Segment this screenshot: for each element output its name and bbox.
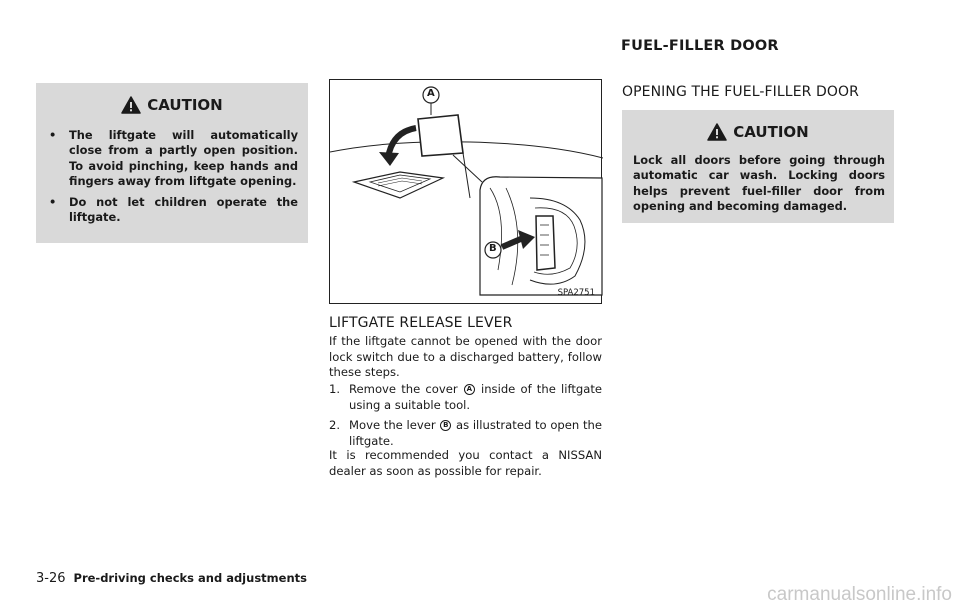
figure-code: SPA2751 bbox=[557, 288, 595, 298]
liftgate-release-illustration: A B SPA2751 bbox=[329, 79, 603, 304]
caution-box-fuel-door: CAUTION Lock all doors before going thro… bbox=[622, 110, 894, 223]
step-text-post: inside of the liftgate using a suitable … bbox=[349, 382, 603, 412]
bullet: • bbox=[49, 195, 57, 210]
caution-list: • The liftgate will automatically close f… bbox=[36, 128, 308, 226]
caution-item-text: Do not let children operate the liftgate… bbox=[69, 195, 298, 225]
marker-b-icon: B bbox=[440, 420, 452, 431]
page-footer: 3-26 Pre-driving checks and adjustments bbox=[36, 571, 307, 586]
page-number: 3-26 bbox=[36, 571, 66, 586]
caution-item: • Do not let children operate the liftgat… bbox=[49, 195, 298, 226]
caution-item: • The liftgate will automatically close f… bbox=[49, 128, 298, 189]
warning-triangle-icon bbox=[121, 96, 142, 114]
step-item: 1. Remove the cover A inside of the lift… bbox=[329, 382, 602, 413]
caution-title-text: CAUTION bbox=[147, 96, 223, 114]
marker-a-icon: A bbox=[463, 384, 475, 395]
caution-heading: CAUTION bbox=[36, 96, 308, 114]
step-text-post: as illustrated to open the liftgate. bbox=[349, 418, 602, 448]
caution-text: Lock all doors before going through auto… bbox=[633, 153, 885, 213]
liftgate-release-heading: LIFTGATE RELEASE LEVER bbox=[329, 315, 513, 331]
callout-a-label: A bbox=[427, 88, 435, 99]
watermark: carmanualsonline.info bbox=[767, 584, 952, 605]
warning-triangle-icon bbox=[707, 123, 728, 141]
step-number: 2. bbox=[329, 418, 341, 432]
liftgate-closing-text: It is recommended you contact a NISSAN d… bbox=[329, 448, 602, 478]
step-text-pre: Move the lever bbox=[349, 418, 436, 432]
liftgate-steps: 1. Remove the cover A inside of the lift… bbox=[329, 382, 602, 454]
caution-title-text: CAUTION bbox=[733, 123, 809, 141]
fuel-filler-heading: OPENING THE FUEL-FILLER DOOR bbox=[622, 84, 859, 100]
section-title: FUEL-FILLER DOOR bbox=[621, 38, 779, 54]
bullet: • bbox=[49, 128, 57, 142]
liftgate-intro-text: If the liftgate cannot be opened with th… bbox=[329, 334, 602, 379]
caution-box-liftgate: CAUTION • The liftgate will automatically… bbox=[36, 83, 308, 243]
chapter-title: Pre-driving checks and adjustments bbox=[73, 571, 307, 585]
callout-b-label: B bbox=[489, 243, 497, 254]
step-number: 1. bbox=[329, 382, 341, 396]
step-text-pre: Remove the cover bbox=[349, 382, 458, 396]
illustration-drawing bbox=[330, 86, 603, 296]
caution-item-text: The liftgate will automatically close fr… bbox=[69, 128, 298, 188]
caution-heading: CAUTION bbox=[622, 123, 894, 141]
step-item: 2. Move the lever B as illustrated to op… bbox=[329, 418, 602, 449]
